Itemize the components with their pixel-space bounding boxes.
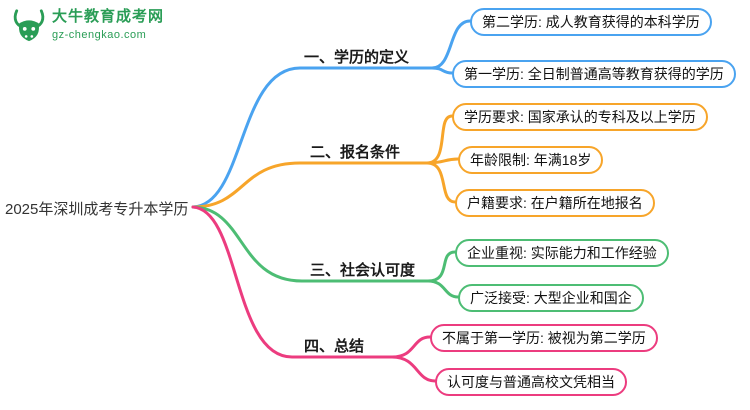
branch-node-requirements: 二、报名条件 [310, 144, 401, 161]
leaf-node: 年龄限制: 年满18岁 [458, 146, 604, 175]
branch-node-summary: 四、总结 [304, 338, 365, 355]
site-name: 大牛教育成考网 [52, 8, 165, 25]
leaf-node: 认可度与普通高校文凭相当 [435, 368, 627, 397]
leaf-node: 不属于第一学历: 被视为第二学历 [430, 324, 658, 353]
logo-text: 大牛教育成考网 gz-chengkao.com [52, 8, 164, 43]
leaf-node: 第一学历: 全日制普通高等教育获得的学历 [452, 60, 736, 89]
leaf-node: 企业重视: 实际能力和工作经验 [455, 239, 669, 268]
root-node: 2025年深圳成考专升本学历 [5, 201, 189, 218]
bull-logo-icon [13, 9, 45, 42]
site-url: gz-chengkao.com [52, 28, 147, 41]
site-logo: 大牛教育成考网 gz-chengkao.com [10, 8, 164, 44]
leaf-node: 广泛接受: 大型企业和国企 [458, 284, 644, 313]
leaf-node: 第二学历: 成人教育获得的本科学历 [470, 8, 712, 37]
branch-node-recognition: 三、社会认可度 [310, 262, 416, 279]
branch-node-definition: 一、学历的定义 [304, 49, 410, 66]
leaf-node: 户籍要求: 在户籍所在地报名 [455, 189, 655, 218]
leaf-node: 学历要求: 国家承认的专科及以上学历 [452, 103, 708, 132]
